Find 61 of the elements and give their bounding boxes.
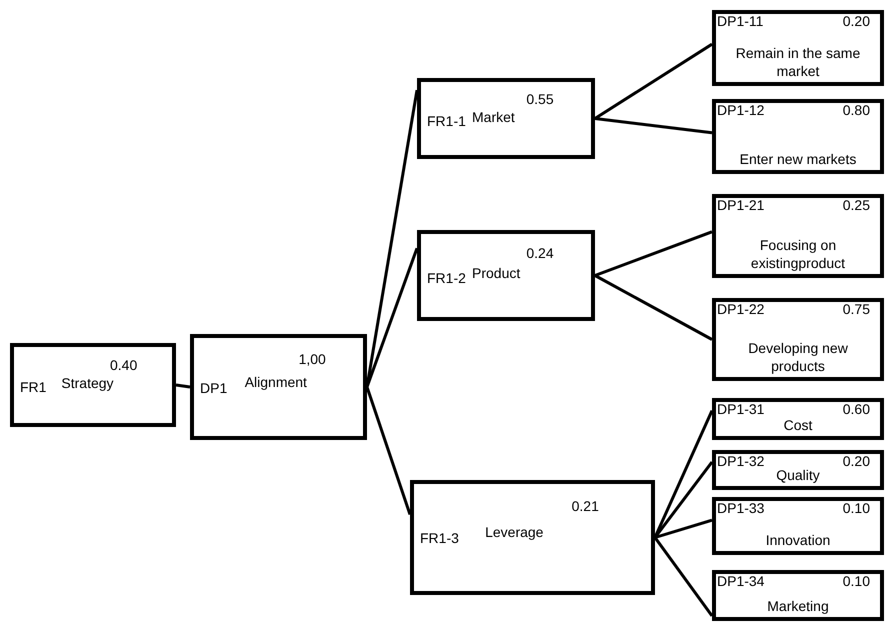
node-box bbox=[712, 450, 884, 490]
node-code: DP1-12 bbox=[717, 103, 764, 117]
node-code: FR1-3 bbox=[420, 531, 459, 546]
weight-value: 0.80 bbox=[842, 103, 870, 117]
weight-value: 0.55 bbox=[526, 92, 554, 106]
node-box bbox=[712, 298, 884, 381]
node-box bbox=[10, 343, 176, 427]
weight-value: 0.40 bbox=[110, 358, 138, 372]
node-label: Developing new products bbox=[747, 339, 849, 375]
weight-value: 0.24 bbox=[526, 246, 554, 260]
node-box bbox=[712, 570, 884, 621]
node-code: DP1-33 bbox=[717, 501, 764, 515]
node-label: Cost bbox=[782, 416, 814, 434]
node-box bbox=[712, 99, 884, 174]
node-box bbox=[712, 398, 884, 440]
node-label: Strategy bbox=[61, 376, 114, 390]
node-box bbox=[190, 334, 367, 440]
node-label: Market bbox=[472, 110, 515, 124]
node-label: Focusing on existingproduct bbox=[750, 236, 846, 272]
node-label: Product bbox=[472, 266, 520, 280]
node-label: Quality bbox=[775, 466, 821, 484]
node-box bbox=[417, 78, 595, 159]
node-code: DP1-22 bbox=[717, 302, 764, 316]
node-code: FR1-1 bbox=[427, 114, 466, 128]
node-box bbox=[410, 480, 655, 595]
node-code: DP1-31 bbox=[717, 402, 764, 416]
weight-value: 0.10 bbox=[842, 574, 870, 588]
node-label: Alignment bbox=[244, 375, 307, 390]
connector-line bbox=[654, 536, 714, 617]
weight-value: 1,00 bbox=[298, 352, 326, 366]
weight-value: 0.25 bbox=[842, 198, 870, 212]
connector-line bbox=[176, 384, 190, 388]
connector-line bbox=[594, 117, 712, 134]
node-box bbox=[712, 497, 884, 555]
connector-line bbox=[594, 230, 713, 277]
node-code: DP1-21 bbox=[717, 198, 764, 212]
node-label: Leverage bbox=[485, 524, 544, 539]
node-box bbox=[712, 10, 884, 86]
weight-value: 0.75 bbox=[842, 302, 870, 316]
weight-value: 0.21 bbox=[572, 498, 599, 513]
weight-value: 0.10 bbox=[842, 501, 870, 515]
node-code: FR1-2 bbox=[427, 270, 466, 285]
node-code: DP1-11 bbox=[717, 14, 764, 28]
node-label: Remain in the same market bbox=[734, 44, 862, 80]
node-label: Enter new markets bbox=[738, 150, 858, 168]
node-label: Marketing bbox=[766, 597, 830, 615]
weight-value: 0.60 bbox=[842, 402, 870, 416]
node-box bbox=[712, 194, 884, 278]
node-code: DP1 bbox=[200, 381, 228, 396]
connector-line bbox=[654, 518, 712, 539]
node-box bbox=[417, 230, 595, 321]
connector-line bbox=[366, 386, 412, 515]
node-code: FR1 bbox=[20, 380, 46, 394]
connector-line bbox=[366, 248, 418, 388]
node-code: DP1-32 bbox=[717, 454, 764, 468]
weight-value: 0.20 bbox=[842, 14, 870, 28]
node-label: Innovation bbox=[764, 531, 832, 549]
node-code: DP1-34 bbox=[717, 574, 764, 588]
connector-line bbox=[594, 274, 713, 341]
connector-line bbox=[594, 42, 713, 120]
weight-value: 0.20 bbox=[842, 454, 870, 468]
